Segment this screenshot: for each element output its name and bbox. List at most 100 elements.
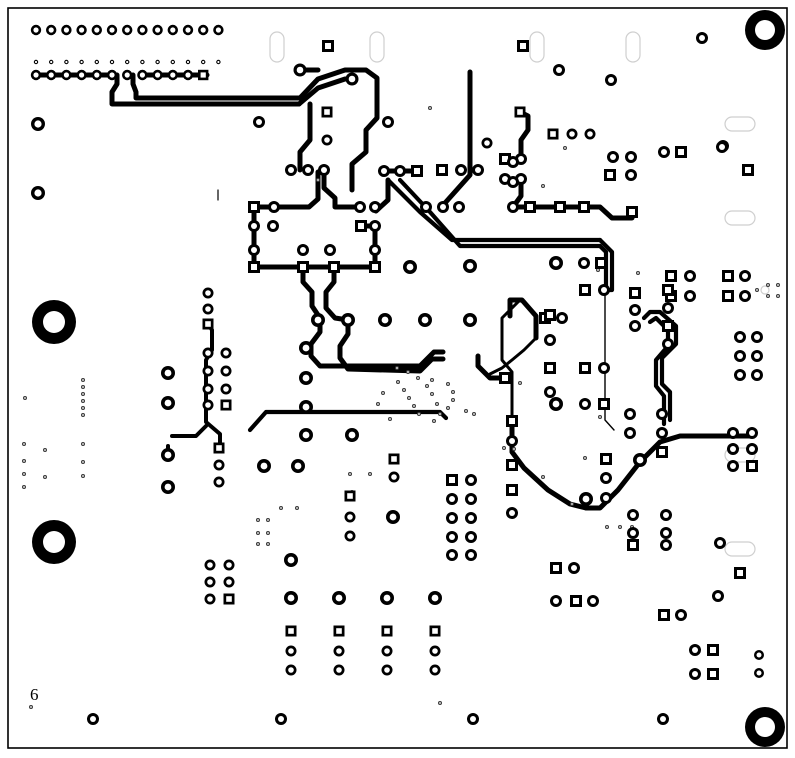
pad-hole xyxy=(223,386,229,392)
micro-via-hole xyxy=(82,414,84,416)
micro-via-hole xyxy=(606,526,608,528)
pad-hole xyxy=(730,463,736,469)
pcb-trace xyxy=(323,264,351,323)
micro-via-hole xyxy=(377,403,379,405)
pad-hole xyxy=(742,293,748,299)
pad-hole xyxy=(569,131,575,137)
pad-hole xyxy=(164,369,172,377)
micro-via-hole xyxy=(426,385,428,387)
micro-via-hole xyxy=(257,519,259,521)
pad-hole xyxy=(547,365,553,371)
micro-via-hole xyxy=(267,543,269,545)
pad-hole xyxy=(749,446,755,452)
pad-hole xyxy=(547,337,553,343)
board-slot xyxy=(760,285,770,295)
pad-hole xyxy=(372,247,378,253)
pcb-trace-core xyxy=(249,411,447,431)
pad-hole xyxy=(164,399,172,407)
micro-via-hole xyxy=(542,476,544,478)
pad-hole xyxy=(34,189,42,197)
pad-hole xyxy=(632,290,638,296)
pad-hole xyxy=(502,156,508,162)
pcb-trace xyxy=(337,317,446,374)
micro-via-hole xyxy=(465,410,467,412)
pad-hole xyxy=(90,716,96,722)
pad-hole xyxy=(110,60,114,64)
pad-hole xyxy=(287,556,295,564)
pad-hole xyxy=(288,628,294,634)
pad-hole xyxy=(458,167,464,173)
pcb-trace-core xyxy=(599,245,607,291)
pad-hole xyxy=(603,475,609,481)
pad-hole xyxy=(449,496,455,502)
pcb-trace xyxy=(507,297,539,341)
pad-hole xyxy=(302,344,310,352)
board-slot xyxy=(724,541,756,557)
pad-hole xyxy=(124,27,130,33)
pad-hole xyxy=(324,137,330,143)
pad-hole xyxy=(509,438,515,444)
pad-hole xyxy=(205,306,211,312)
pad-hole xyxy=(314,316,322,324)
pad-hole xyxy=(421,316,429,324)
pad-hole xyxy=(665,323,671,329)
pad-hole xyxy=(449,552,455,558)
pcb-trace xyxy=(475,353,508,381)
pad-hole xyxy=(414,168,420,174)
pad-hole xyxy=(509,487,515,493)
pad-hole xyxy=(348,75,356,83)
pcb-trace-core xyxy=(387,179,601,241)
micro-via-hole xyxy=(30,706,32,708)
pcb-trace-core xyxy=(399,179,601,247)
pad-hole xyxy=(628,172,634,178)
pad-hole xyxy=(547,389,553,395)
pad-hole xyxy=(661,612,667,618)
micro-via-hole xyxy=(597,269,599,271)
pad-hole xyxy=(302,374,310,382)
pad-hole xyxy=(527,204,533,210)
pad-hole xyxy=(630,512,636,518)
micro-via-hole xyxy=(82,379,84,381)
mount-hole-left-lower-hole xyxy=(43,531,65,553)
pad-hole xyxy=(348,431,356,439)
pad-hole xyxy=(559,315,565,321)
micro-via-hole xyxy=(82,386,84,388)
micro-via-hole xyxy=(407,371,409,373)
pad-hole xyxy=(207,579,213,585)
pad-hole xyxy=(357,204,363,210)
pad-hole xyxy=(94,72,100,78)
pad-hole xyxy=(327,247,333,253)
pad-hole xyxy=(737,334,743,340)
micro-via-hole xyxy=(571,503,573,505)
micro-via-hole xyxy=(23,443,25,445)
pad-hole xyxy=(406,263,414,271)
pad-hole xyxy=(730,430,736,436)
pad-hole xyxy=(601,401,607,407)
pad-hole xyxy=(629,209,635,215)
pad-hole xyxy=(557,204,563,210)
micro-via-hole xyxy=(267,532,269,534)
pad-hole xyxy=(372,264,378,270)
pad-hole xyxy=(336,648,342,654)
micro-via-hole xyxy=(777,295,779,297)
pad-hole xyxy=(344,316,352,324)
pad-hole xyxy=(449,534,455,540)
pad-hole xyxy=(449,477,455,483)
pad-hole xyxy=(603,456,609,462)
pad-hole xyxy=(737,570,743,576)
pad-hole xyxy=(715,593,721,599)
pad-hole xyxy=(331,264,337,270)
pad-hole xyxy=(124,72,130,78)
pad-hole xyxy=(251,204,257,210)
pad-hole xyxy=(223,350,229,356)
pad-hole xyxy=(756,670,762,676)
pad-hole xyxy=(205,321,211,327)
pad-hole xyxy=(287,594,295,602)
pad-hole xyxy=(256,119,262,125)
pad-hole xyxy=(509,462,515,468)
pad-hole xyxy=(627,430,633,436)
pad-hole xyxy=(663,530,669,536)
pad-hole xyxy=(582,401,588,407)
pad-hole xyxy=(509,510,515,516)
pad-hole xyxy=(226,596,232,602)
